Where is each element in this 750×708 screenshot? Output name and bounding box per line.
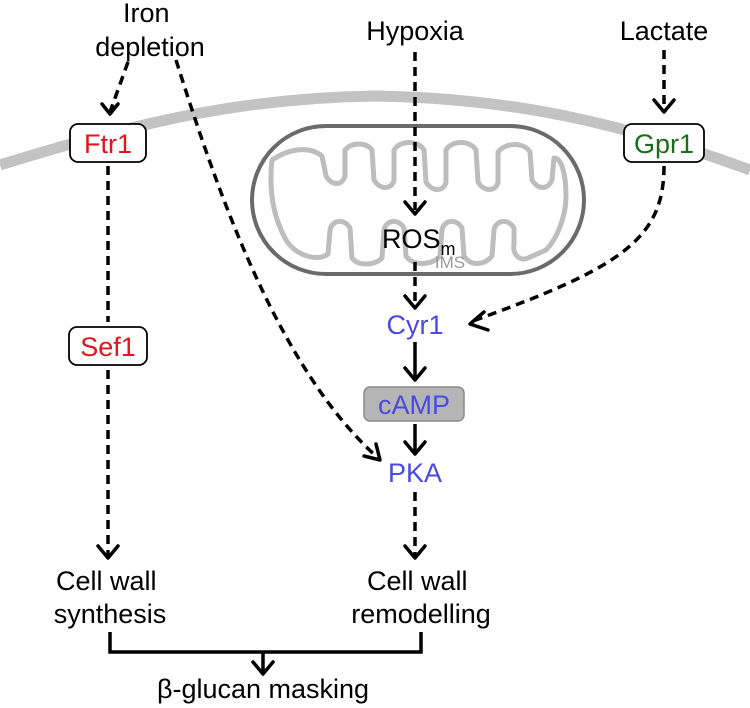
arrowhead-join-to-masking bbox=[251, 660, 275, 676]
pka-label: PKA bbox=[388, 458, 442, 488]
gpr1-label: Gpr1 bbox=[634, 129, 694, 159]
cell-wall-synthesis-label: Cell wall synthesis bbox=[54, 566, 167, 629]
ros-main: ROS bbox=[382, 224, 441, 254]
camp-label: cAMP bbox=[378, 390, 450, 420]
ros-label: ROSm bbox=[382, 224, 456, 259]
mitochondrion-cristae bbox=[268, 140, 569, 267]
synthesis-line1: Cell wall bbox=[56, 566, 157, 596]
arrowhead-iron-to-ftr1 bbox=[100, 102, 120, 116]
arrow-iron-to-ftr1 bbox=[108, 61, 130, 113]
sef1-label: Sef1 bbox=[80, 332, 136, 362]
camp-box bbox=[363, 386, 465, 422]
lactate-label: Lactate bbox=[620, 16, 709, 46]
arrowhead-pka-to-remodelling bbox=[403, 544, 427, 560]
output-join-bracket bbox=[108, 632, 423, 654]
beta-glucan-masking-label: β-glucan masking bbox=[157, 674, 369, 704]
sef1-box bbox=[68, 326, 148, 366]
arrowhead-lactate-to-gpr1 bbox=[652, 98, 676, 114]
arrowhead-gpr1-to-cyr1 bbox=[468, 310, 490, 332]
arrowhead-iron-to-pka bbox=[362, 442, 382, 462]
remodelling-line1: Cell wall bbox=[367, 566, 468, 596]
iron-depletion-line2: depletion bbox=[95, 32, 205, 62]
synthesis-line2: synthesis bbox=[54, 599, 167, 629]
iron-depletion-line1: Iron bbox=[123, 0, 170, 28]
mitochondrion bbox=[250, 124, 586, 276]
arrow-gpr1-to-cyr1 bbox=[469, 165, 666, 324]
cell-wall-remodelling-label: Cell wall remodelling bbox=[351, 566, 491, 629]
arrowhead-ros-to-cyr1 bbox=[403, 294, 427, 310]
ims-label: IMS bbox=[435, 253, 465, 272]
mitochondrion-outer-membrane bbox=[250, 124, 586, 276]
arrowhead-sef1-to-synthesis bbox=[96, 544, 120, 560]
ros-subscript: m bbox=[441, 239, 456, 259]
cyr1-label: Cyr1 bbox=[386, 310, 443, 340]
ftr1-label: Ftr1 bbox=[84, 129, 132, 159]
remodelling-line2: remodelling bbox=[351, 599, 491, 629]
iron-depletion-label: Iron depletion bbox=[95, 0, 205, 62]
arrow-iron-to-pka bbox=[174, 59, 380, 460]
arrowhead-hypoxia-to-ros bbox=[403, 200, 427, 216]
ftr1-box bbox=[69, 123, 147, 163]
arrowhead-camp-to-pka bbox=[403, 440, 427, 456]
arrowhead-cyr1-to-camp bbox=[403, 366, 427, 382]
gpr1-box bbox=[623, 123, 705, 163]
hypoxia-label: Hypoxia bbox=[366, 16, 465, 46]
